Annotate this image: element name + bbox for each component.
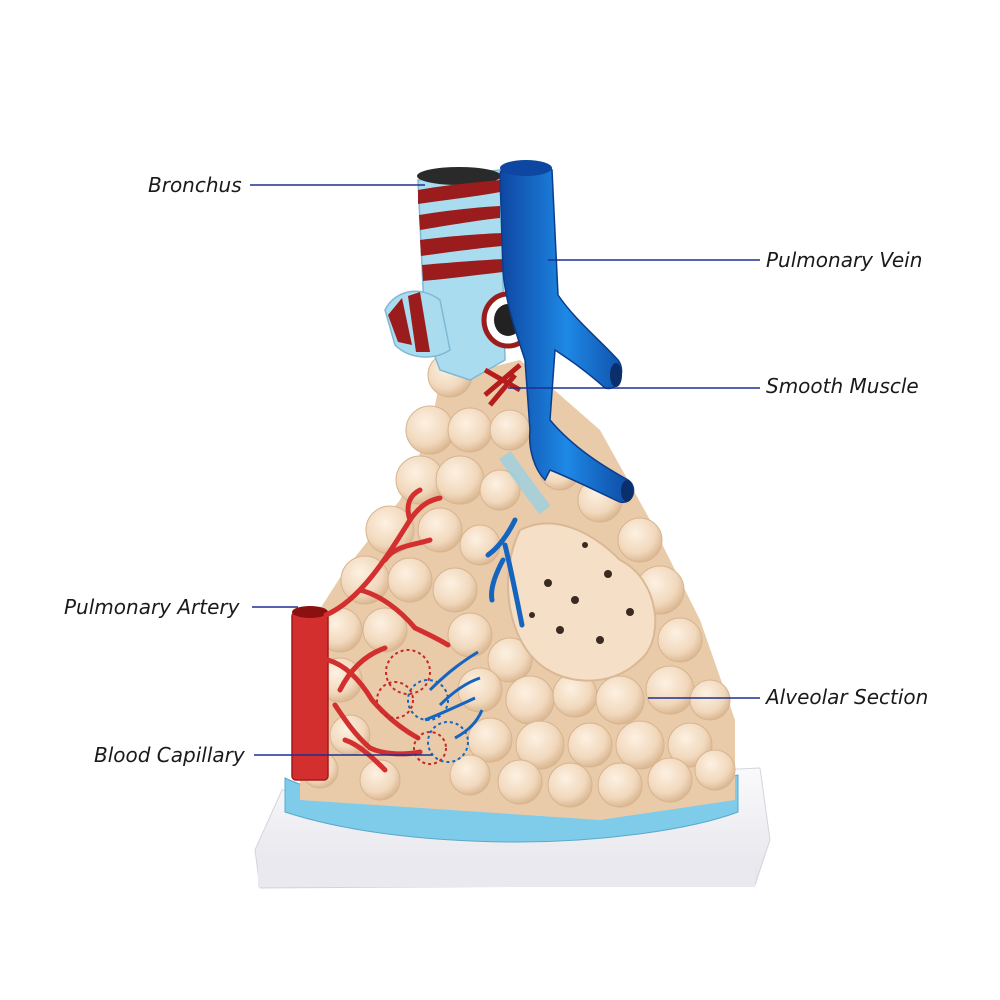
label-smooth-muscle: Smooth Muscle xyxy=(766,374,919,398)
pulmonary-vein xyxy=(485,160,635,628)
alveolus-sphere xyxy=(647,757,693,803)
label-blood-capillary: Blood Capillary xyxy=(94,743,245,767)
alveolus-sphere xyxy=(479,469,521,511)
alveolus-sphere xyxy=(432,567,478,613)
alveolus-sphere xyxy=(459,524,501,566)
alveolus-sphere xyxy=(505,675,555,725)
alveoli-spheres xyxy=(301,352,736,808)
alveolus-sphere xyxy=(417,507,463,553)
label-pulmonary-artery: Pulmonary Artery xyxy=(64,595,240,619)
alveolus-sphere xyxy=(362,607,408,653)
label-pulmonary-vein: Pulmonary Vein xyxy=(766,248,923,272)
capillary-networks xyxy=(376,649,484,765)
label-bronchus: Bronchus xyxy=(148,173,242,197)
alveolus-sphere xyxy=(617,517,663,563)
alveolus-sphere xyxy=(387,557,433,603)
alveolus-sphere xyxy=(435,455,485,505)
alveolus-sphere xyxy=(487,637,533,683)
alveolus-sphere xyxy=(689,679,731,721)
alveolus-sphere xyxy=(449,754,491,796)
alveolus-sphere xyxy=(489,409,531,451)
alveolus-sphere xyxy=(497,759,543,805)
alveolar-section-cutaway xyxy=(507,522,657,682)
alveolus-sphere xyxy=(447,612,493,658)
alveolus-sphere xyxy=(447,407,493,453)
leader-lines xyxy=(250,184,760,756)
alveolus-sphere xyxy=(597,762,643,808)
alveolus-sphere xyxy=(515,720,565,770)
label-alveolar-section: Alveolar Section xyxy=(766,685,929,709)
alveolus-sphere xyxy=(645,665,695,715)
alveolus-sphere xyxy=(657,617,703,663)
alveolus-sphere xyxy=(547,762,593,808)
pulmonary-artery xyxy=(291,487,451,781)
bronchus-tube xyxy=(384,167,535,407)
alveolus-sphere xyxy=(359,759,401,801)
alveolus-sphere xyxy=(595,675,645,725)
alveolus-sphere xyxy=(405,405,455,455)
alveolus-sphere xyxy=(615,720,665,770)
alveolus-sphere xyxy=(567,722,613,768)
alveolus-sphere xyxy=(694,749,736,791)
alveolus-sphere xyxy=(457,667,503,713)
